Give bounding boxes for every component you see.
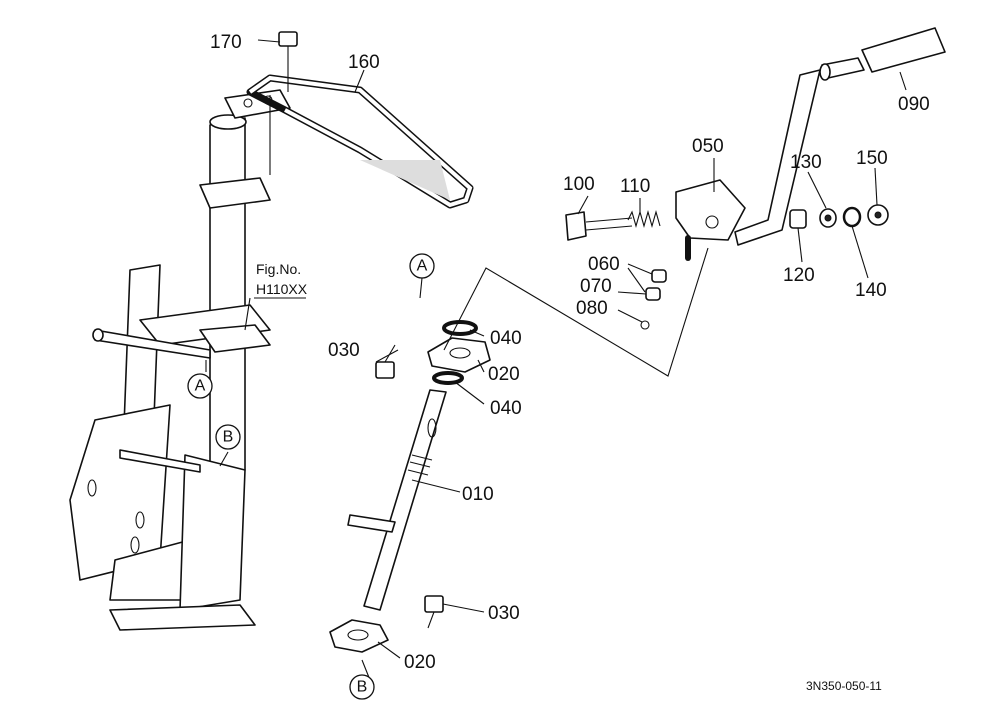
label-060: 060 [588,254,620,275]
label-020-lower: 020 [404,652,436,673]
label-040-lower: 040 [490,398,522,419]
label-090: 090 [898,94,930,115]
label-030-upper: 030 [328,340,360,361]
part-060-collar [651,269,667,283]
label-130: 130 [790,152,822,173]
callout-b-bottom-label: B [357,679,368,696]
callout-a-left-label: A [195,378,206,395]
part-130-washer [819,208,837,228]
callout-b-bottom: B [349,674,375,700]
fig-ref-line1: Fig.No. [256,261,301,277]
label-170: 170 [210,32,242,53]
label-110: 110 [620,176,650,197]
part-040-washer-lower [432,371,464,385]
part-100-bolt [565,211,633,241]
label-040-upper: 040 [490,328,522,349]
part-040-washer-upper [442,320,478,336]
part-020-flange-upper [427,337,491,373]
part-160-handrail [246,74,474,209]
drawing-code: 3N350-050-11 [806,679,882,693]
label-120: 120 [783,265,815,286]
label-070: 070 [580,276,612,297]
label-010: 010 [462,484,494,505]
part-030-bolt-lower [424,595,444,629]
part-170-bolt [269,31,298,175]
label-050: 050 [692,136,724,157]
part-080-clip [640,320,650,330]
part-110-spring [627,209,661,229]
label-140: 140 [855,280,887,301]
label-030-lower: 030 [488,603,520,624]
callout-b-left: B [215,424,241,450]
part-070-collar [645,287,661,301]
callout-b-left-label: B [223,429,234,446]
part-020-flange-lower [329,619,389,653]
figure-reference: Fig.No. H110XX [254,261,308,299]
part-150-nut [867,204,889,226]
label-100: 100 [563,174,595,195]
part-030-bolt-upper [375,344,396,379]
part-140-washer [842,206,862,228]
part-010-shaft [347,389,447,611]
part-120-bushing [789,209,807,229]
column-frame-assembly [69,89,291,631]
label-160: 160 [348,52,380,73]
label-020-upper: 020 [488,364,520,385]
callout-a-center-label: A [417,258,428,275]
part-050-lever [675,69,821,261]
label-080: 080 [576,298,608,319]
part-090-grip [819,27,946,81]
part-labels: 170 160 090 050 100 110 130 150 120 140 … [210,32,930,673]
callout-a-left: A [187,373,213,399]
label-150: 150 [856,148,888,169]
callout-a-center: A [409,253,435,279]
fig-ref-line2: H110XX [256,281,308,297]
